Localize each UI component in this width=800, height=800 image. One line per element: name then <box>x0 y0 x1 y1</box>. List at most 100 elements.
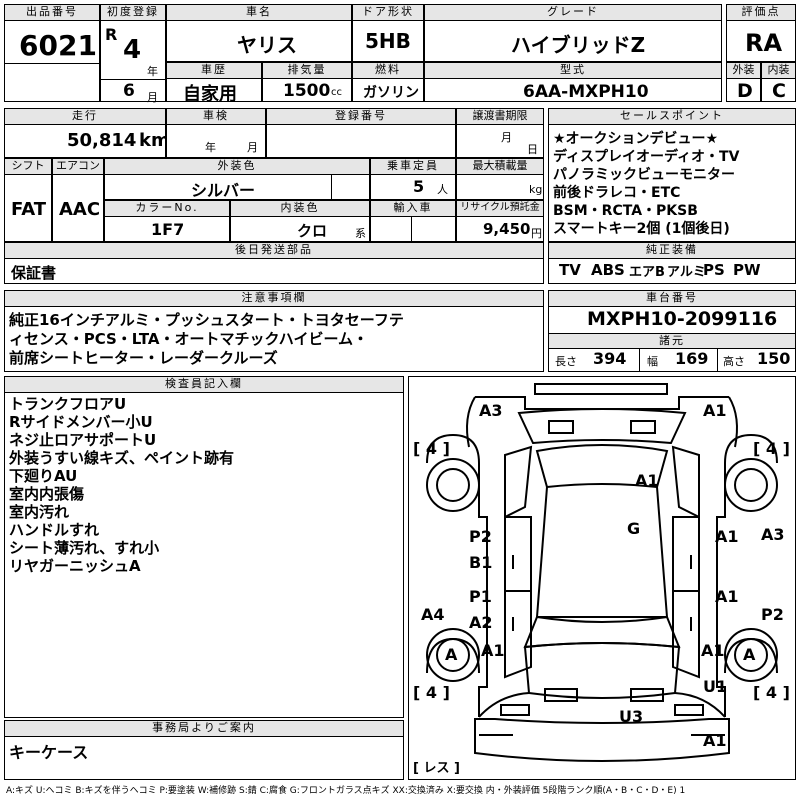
mark-a3-rear-left: A3 <box>479 401 503 420</box>
mark-g-roof: G <box>627 519 641 538</box>
inspection-box: 車検 年 月 <box>166 108 266 158</box>
mark-a1-rear-right: A1 <box>703 401 727 420</box>
chassis-box: 車台番号 MXPH10-2099116 諸元 長さ 394 幅 169 高さ 1… <box>548 290 796 372</box>
shift: FAT <box>11 199 47 220</box>
interior-color-suffix: 系 <box>355 227 366 240</box>
inspection-month-unit: 月 <box>247 141 258 154</box>
first-reg-year: 4 <box>123 35 142 65</box>
mark-a1-bumper: A1 <box>703 731 727 750</box>
grade-label: グレード <box>425 5 721 21</box>
mark-a1-rear-door-right: A1 <box>715 527 739 546</box>
score-box: 評価点 RA <box>726 4 796 62</box>
later-parts-label: 後日発送部品 <box>5 243 543 259</box>
mark-a1-trunk: A1 <box>635 471 659 490</box>
notes-text: 純正16インチアルミ・プッシュスタート・トヨタセーフテ ィセンス・PCS・LTA… <box>9 311 404 367</box>
mark-a-wheel-fl: A <box>445 645 458 664</box>
registration-box: 登録番号 <box>266 108 456 158</box>
width: 169 <box>675 349 709 368</box>
fuel-box: 燃料 ガソリン <box>352 62 424 102</box>
equipment-label: 純正装備 <box>549 243 795 259</box>
notes-label: 注意事項欄 <box>5 291 543 307</box>
displacement: 1500 <box>283 81 331 101</box>
interior-color: クロ <box>297 222 328 240</box>
later-parts-box: 後日発送部品 保証書 <box>4 242 544 284</box>
displacement-label: 排気量 <box>263 63 351 79</box>
transfer-box: 譲渡書期限 月 日 <box>456 108 544 158</box>
first-registration-box: 初度登録 R 4 年 6 月 <box>100 4 166 104</box>
lot-number-label: 出品番号 <box>5 5 99 21</box>
mark-p2-fender-right: P2 <box>761 605 784 624</box>
grade: ハイブリッドZ <box>511 33 646 57</box>
mileage-box: 走行 50,814 km <box>4 108 170 158</box>
recycle: 9,450 <box>483 220 531 238</box>
mark-p2-rear-door: P2 <box>469 527 492 546</box>
shift-label: シフト <box>5 159 51 175</box>
transfer-label: 譲渡書期限 <box>457 109 543 125</box>
equipment-item-airbag: エアB <box>629 265 665 280</box>
recycle-unit: 円 <box>531 227 542 240</box>
mark-tire-depth-rl: [ 4 ] <box>413 439 450 458</box>
color-label: 外装色 <box>105 159 369 175</box>
damage-diagram: A3 A1 [ 4 ] [ 4 ] A1 G P2 B1 A1 A3 P1 A2… <box>408 376 796 780</box>
interior-label: 内装 <box>762 63 795 79</box>
inspection-label: 車検 <box>167 109 265 125</box>
fuel-label: 燃料 <box>353 63 423 79</box>
exterior-grade-box: 外装 D <box>726 62 761 102</box>
color-no: 1F7 <box>151 220 185 239</box>
score-label: 評価点 <box>727 5 795 21</box>
mark-a2-front-door: A2 <box>469 613 493 632</box>
car-name-box: 車名 ヤリス <box>166 4 352 62</box>
mark-u1-front: U1 <box>703 677 728 696</box>
month-unit: 月 <box>147 91 158 104</box>
displacement-unit: cc <box>331 87 342 98</box>
inspector-box: 検査員記入欄 トランクフロアU Rサイドメンバー小U ネジ止ロアサポートU 外装… <box>4 376 404 718</box>
ac-box: エアコン AAC <box>52 158 104 242</box>
displacement-box: 排気量 1500 cc <box>262 62 352 102</box>
doors-box: ドア形状 5HB <box>352 4 424 62</box>
history-label: 車歴 <box>167 63 261 79</box>
ac-label: エアコン <box>53 159 103 175</box>
registration-label: 登録番号 <box>267 109 455 125</box>
recycle-box: リサイクル預託金 9,450 円 <box>456 200 544 242</box>
history-box: 車歴 自家用 <box>166 62 262 105</box>
later-parts: 保証書 <box>11 264 57 282</box>
inspector-text: トランクフロアU Rサイドメンバー小U ネジ止ロアサポートU 外装うすい線キズ、… <box>9 395 235 575</box>
exterior-grade: D <box>737 80 753 102</box>
recycle-label: リサイクル預託金 <box>457 201 543 217</box>
year-unit: 年 <box>147 65 158 78</box>
mark-a4-fender-left: A4 <box>421 605 445 624</box>
capacity-unit: 人 <box>437 183 448 196</box>
max-load-unit: kg <box>529 183 543 196</box>
fuel: ガソリン <box>363 85 419 101</box>
inspector-label: 検査員記入欄 <box>5 377 403 393</box>
equipment-item-ps: PS <box>703 261 725 279</box>
transfer-day-unit: 日 <box>527 143 538 156</box>
history: 自家用 <box>183 84 237 105</box>
car-name-label: 車名 <box>167 5 351 21</box>
interior-color-label: 内装色 <box>231 201 369 217</box>
spare-tire-label: [ レス ] <box>413 761 460 776</box>
inspection-year-unit: 年 <box>205 141 216 154</box>
max-load-box: 最大積載量 kg <box>456 158 544 200</box>
car-outline-svg <box>426 383 778 762</box>
height-label: 高さ <box>723 355 745 368</box>
ac: AAC <box>59 199 101 220</box>
mark-a1-hood-right: A1 <box>701 641 725 660</box>
import-label: 輸入車 <box>371 201 455 217</box>
mark-tire-depth-fl: [ 4 ] <box>413 683 450 702</box>
doors-label: ドア形状 <box>353 5 423 21</box>
chassis-label: 車台番号 <box>549 291 795 307</box>
color-box: 外装色 シルバー <box>104 158 370 200</box>
model-code-label: 型式 <box>425 63 721 79</box>
color-no-label: カラーNo. <box>105 201 229 217</box>
equipment-item-tv: TV <box>559 261 581 279</box>
height: 150 <box>757 349 791 368</box>
office-box: 事務局よりご案内 キーケース <box>4 720 404 780</box>
mileage-unit: km <box>139 130 170 151</box>
model-code: 6AA-MXPH10 <box>523 82 649 102</box>
equipment-item-pw: PW <box>733 261 761 279</box>
mark-a3-quarter-right: A3 <box>761 525 785 544</box>
shift-box: シフト FAT <box>4 158 52 242</box>
length: 394 <box>593 349 627 368</box>
chassis-number: MXPH10-2099116 <box>587 308 778 330</box>
